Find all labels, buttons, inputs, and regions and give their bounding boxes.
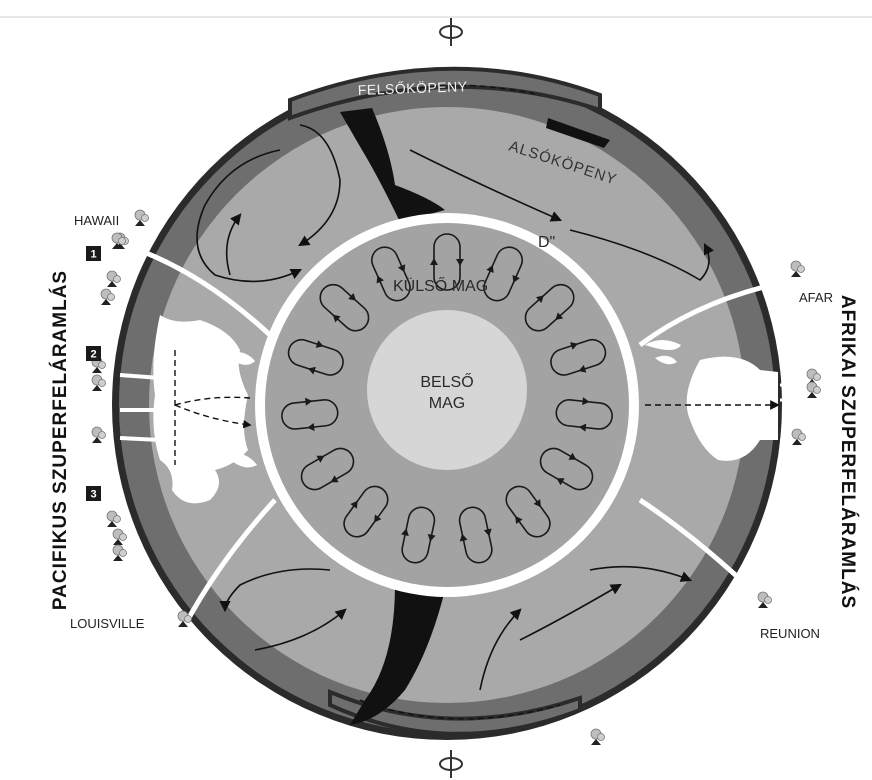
volcano-icon	[807, 382, 821, 398]
volcano-icon	[591, 729, 605, 745]
volcano-icon	[107, 511, 121, 527]
svg-text:3: 3	[90, 489, 96, 501]
svg-text:2: 2	[90, 349, 96, 361]
rotation-axis-top-icon	[440, 18, 462, 46]
inner-core-label-line1: BELSŐ	[420, 372, 473, 391]
volcano-icon	[107, 271, 121, 287]
marker-3: 3	[86, 486, 101, 501]
volcano-icon	[792, 429, 806, 445]
d-layer-label: D"	[538, 234, 555, 251]
marker-2: 2	[86, 346, 101, 361]
marker-1: 1	[86, 246, 101, 261]
volcano-icon	[92, 427, 106, 443]
rotation-axis-bottom-icon	[440, 750, 462, 778]
volcano-icon	[113, 545, 127, 561]
hotspot-label-louisville: LOUISVILLE	[70, 616, 145, 631]
volcano-icon	[791, 261, 805, 277]
hotspot-label-reunion: REUNION	[760, 626, 820, 641]
volcano-icon	[113, 529, 127, 545]
volcano-icon	[101, 289, 115, 305]
inner-core-label-line2: MAG	[429, 395, 465, 412]
volcano-icon	[758, 592, 772, 608]
volcano-icon	[92, 375, 106, 391]
outer-core-label: KÜLSŐ MAG	[393, 276, 488, 295]
pacific-superplume-label: PACIFIKUS SZUPERFELÁRAMLÁS	[49, 270, 71, 610]
volcano-icon	[135, 210, 149, 226]
african-superplume-label: AFRIKAI SZUPERFELÁRAMLÁS	[837, 295, 859, 609]
hotspot-label-hawaii: HAWAII	[74, 213, 119, 228]
svg-text:1: 1	[90, 249, 96, 261]
hotspot-label-afar: AFAR	[799, 290, 833, 305]
